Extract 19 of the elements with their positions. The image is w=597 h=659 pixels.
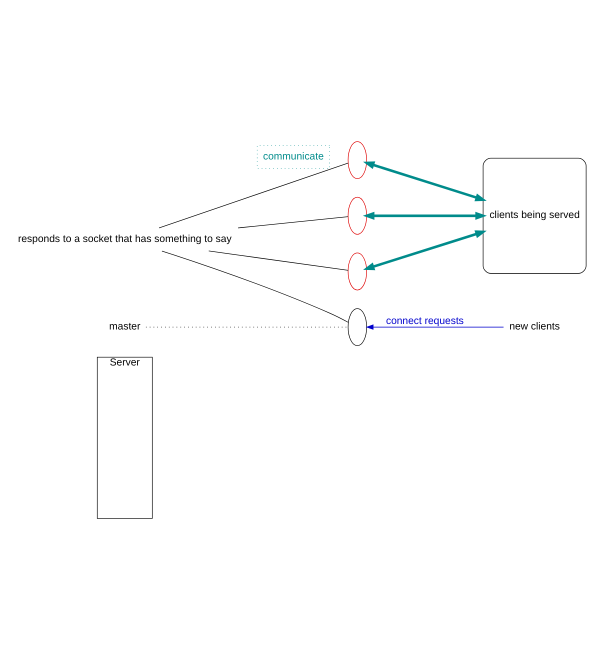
node-text: master	[109, 321, 140, 332]
arrow	[366, 324, 504, 330]
node-text: responds to a socket that has something to say	[18, 233, 232, 244]
node-ellipse	[348, 140, 367, 178]
arrow	[363, 230, 487, 270]
node-box: Server	[96, 356, 153, 518]
arrow	[362, 211, 487, 220]
edge-label: connect requests	[386, 315, 464, 326]
arrow	[363, 160, 487, 201]
node-text: new clients	[509, 321, 560, 332]
node-box: communicate	[256, 144, 330, 168]
connector	[238, 216, 348, 228]
node-ellipse	[348, 308, 367, 346]
connector	[162, 250, 349, 322]
node-ellipse	[348, 252, 367, 290]
node-ellipse	[348, 196, 367, 234]
node-box: clients being served	[482, 157, 586, 274]
connector	[158, 162, 348, 228]
connector	[208, 250, 348, 270]
